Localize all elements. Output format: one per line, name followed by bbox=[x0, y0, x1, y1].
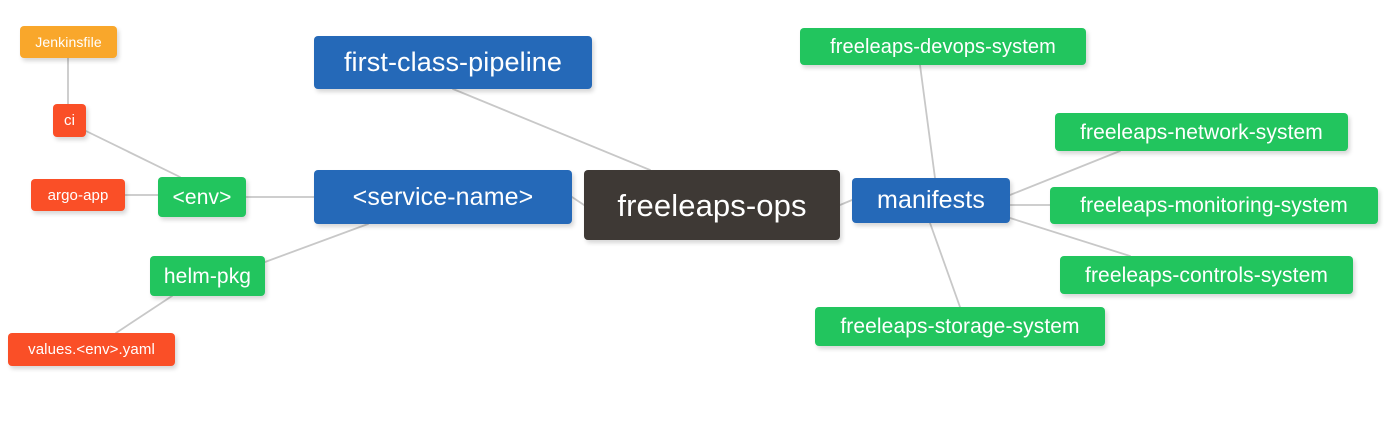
node-label-freeleaps-controls-system: freeleaps-controls-system bbox=[1085, 263, 1328, 287]
node-freeleaps-monitoring-system[interactable]: freeleaps-monitoring-system bbox=[1050, 187, 1378, 224]
edge-manifests-to-freeleaps-storage-system bbox=[929, 222, 961, 308]
edge-freeleaps-ops-to-service-name bbox=[571, 196, 585, 206]
node-label-jenkinsfile: Jenkinsfile bbox=[35, 34, 102, 50]
edge-freeleaps-ops-to-first-class-pipeline bbox=[452, 88, 651, 171]
node-label-first-class-pipeline: first-class-pipeline bbox=[343, 47, 563, 77]
node-label-env: <env> bbox=[172, 185, 232, 209]
edge-env-to-ci bbox=[85, 130, 181, 178]
edge-helm-pkg-to-values-env-yaml bbox=[115, 295, 173, 334]
node-ci[interactable]: ci bbox=[53, 104, 86, 137]
node-label-service-name: <service-name> bbox=[352, 182, 534, 211]
node-freeleaps-ops[interactable]: freeleaps-ops bbox=[584, 170, 840, 240]
edge-service-name-to-helm-pkg bbox=[264, 223, 369, 263]
node-label-freeleaps-storage-system: freeleaps-storage-system bbox=[840, 315, 1080, 338]
node-service-name[interactable]: <service-name> bbox=[314, 170, 572, 224]
node-helm-pkg[interactable]: helm-pkg bbox=[150, 256, 265, 296]
node-label-ci: ci bbox=[63, 112, 76, 129]
node-label-freeleaps-network-system: freeleaps-network-system bbox=[1080, 120, 1323, 144]
node-argo-app[interactable]: argo-app bbox=[31, 179, 125, 211]
node-values-env-yaml[interactable]: values.<env>.yaml bbox=[8, 333, 175, 366]
node-label-freeleaps-monitoring-system: freeleaps-monitoring-system bbox=[1080, 194, 1348, 217]
node-label-values-env-yaml: values.<env>.yaml bbox=[28, 341, 155, 358]
node-label-freeleaps-devops-system: freeleaps-devops-system bbox=[830, 35, 1056, 58]
node-label-manifests: manifests bbox=[877, 186, 985, 214]
node-freeleaps-devops-system[interactable]: freeleaps-devops-system bbox=[800, 28, 1086, 65]
node-first-class-pipeline[interactable]: first-class-pipeline bbox=[314, 36, 592, 89]
edge-freeleaps-ops-to-manifests bbox=[839, 199, 853, 206]
node-jenkinsfile[interactable]: Jenkinsfile bbox=[20, 26, 117, 58]
node-env[interactable]: <env> bbox=[158, 177, 246, 217]
node-label-argo-app: argo-app bbox=[47, 186, 109, 204]
node-manifests[interactable]: manifests bbox=[852, 178, 1010, 223]
node-freeleaps-storage-system[interactable]: freeleaps-storage-system bbox=[815, 307, 1105, 346]
node-freeleaps-network-system[interactable]: freeleaps-network-system bbox=[1055, 113, 1348, 151]
edge-manifests-to-freeleaps-devops-system bbox=[919, 64, 936, 179]
node-freeleaps-controls-system[interactable]: freeleaps-controls-system bbox=[1060, 256, 1353, 294]
node-label-freeleaps-ops: freeleaps-ops bbox=[617, 187, 807, 223]
node-label-helm-pkg: helm-pkg bbox=[163, 264, 252, 288]
